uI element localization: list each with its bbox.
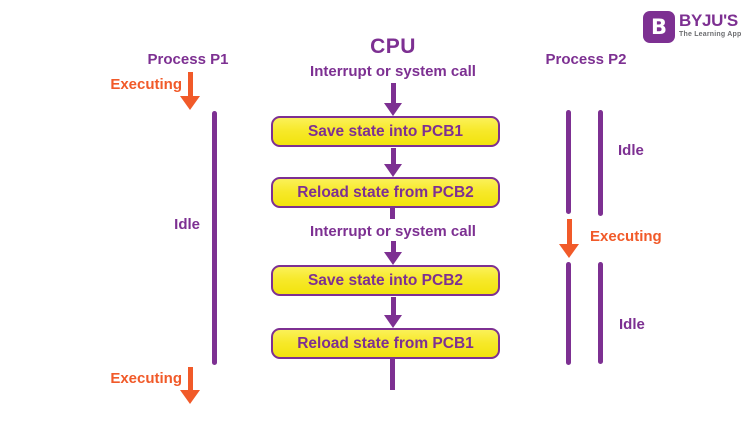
p2-executing-label: Executing bbox=[590, 228, 662, 245]
p2-executing-arrow-icon bbox=[559, 219, 579, 258]
byjus-logo: B BYJU'S The Learning App bbox=[643, 11, 741, 43]
step-box-save-pcb1: Save state into PCB1 bbox=[271, 116, 500, 147]
step-box-reload-pcb2: Reload state from PCB2 bbox=[271, 177, 500, 208]
p1-executing-top-label: Executing bbox=[110, 76, 182, 93]
flow-arrow-1-icon bbox=[384, 83, 402, 116]
byjus-logo-letter: B bbox=[650, 15, 667, 39]
step-box-save-pcb2: Save state into PCB2 bbox=[271, 265, 500, 296]
cpu-title: CPU bbox=[370, 35, 416, 58]
p1-idle-timeline bbox=[212, 111, 217, 365]
cpu-interrupt-mid-label: Interrupt or system call bbox=[310, 223, 476, 240]
p2-idle-line-top bbox=[598, 110, 603, 216]
flow-tail-line bbox=[390, 359, 395, 390]
p2-idle-bottom-label: Idle bbox=[619, 316, 645, 333]
process-p2-title: Process P2 bbox=[545, 51, 627, 68]
p2-timeline-left-top bbox=[566, 110, 571, 214]
byjus-brand-text: BYJU'S bbox=[679, 11, 738, 30]
p1-executing-bottom-arrow-icon bbox=[180, 367, 200, 404]
flow-arrow-3-icon bbox=[384, 241, 402, 265]
p2-idle-line-bottom bbox=[598, 262, 603, 364]
process-p1-title: Process P1 bbox=[147, 51, 229, 68]
cpu-interrupt-top-label: Interrupt or system call bbox=[310, 63, 476, 80]
byjus-tagline-text: The Learning App bbox=[679, 31, 742, 38]
p2-timeline-left-bottom bbox=[566, 262, 571, 365]
byjus-logo-text: BYJU'S The Learning App bbox=[679, 11, 741, 38]
p2-idle-top-label: Idle bbox=[618, 142, 644, 159]
p1-idle-label: Idle bbox=[174, 216, 200, 233]
p1-executing-top-arrow-icon bbox=[180, 72, 200, 110]
p1-executing-bottom-label: Executing bbox=[110, 370, 182, 387]
flow-arrow-2-icon bbox=[384, 148, 402, 177]
flow-connector-line bbox=[390, 208, 395, 219]
byjus-logo-icon: B bbox=[643, 11, 675, 43]
flow-arrow-4-icon bbox=[384, 297, 402, 328]
step-box-reload-pcb1: Reload state from PCB1 bbox=[271, 328, 500, 359]
